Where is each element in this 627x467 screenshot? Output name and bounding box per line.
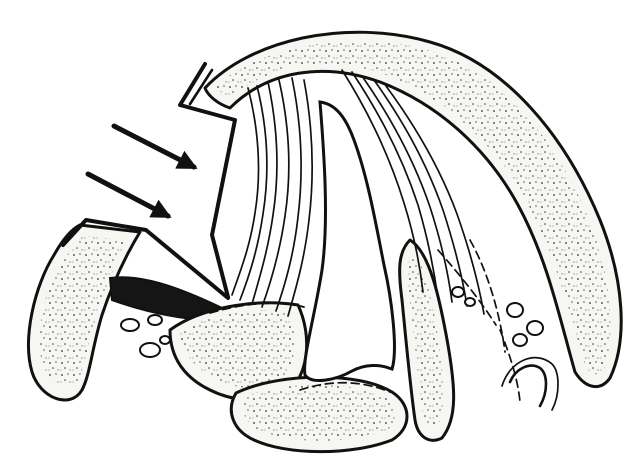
right-bottom-hook xyxy=(510,366,546,406)
arrow-upper xyxy=(114,126,194,167)
arrow-lower xyxy=(88,174,168,216)
arrow-group xyxy=(88,126,194,216)
bottom-ring-stipple xyxy=(243,385,395,441)
